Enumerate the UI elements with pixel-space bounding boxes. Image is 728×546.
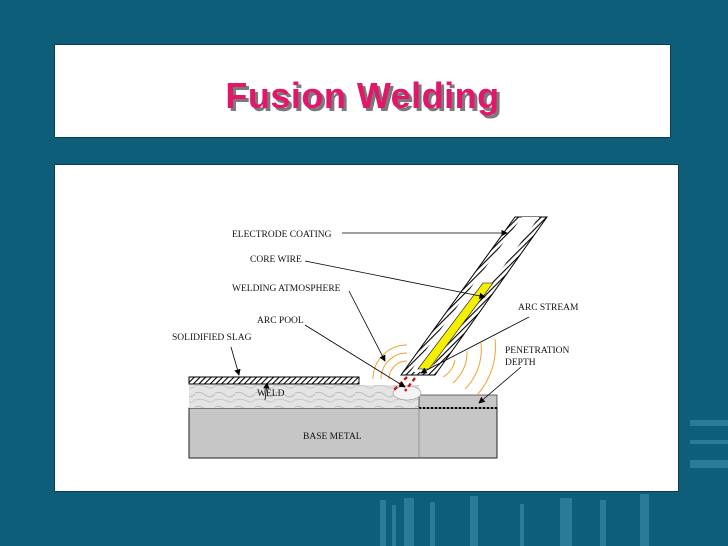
arc-stream-line-2 [404,377,416,392]
base-metal-block [188,407,498,459]
diagram-panel: ELECTRODE COATING CORE WIRE WELDING ATMO… [54,164,679,492]
leader-arc-stream [420,316,530,374]
label-penetration-depth-line1: PENETRATION [505,346,570,356]
leader-solidified-slag [230,346,241,376]
label-base-metal: BASE METAL [303,432,362,442]
leader-core-wire [304,260,486,300]
label-electrode-coating: ELECTRODE COATING [232,230,332,240]
leader-penetration-depth [478,366,522,404]
welding-diagram [188,216,548,459]
label-arc-pool: ARC POOL [257,316,304,326]
slide-title: Fusion Welding [225,75,500,116]
title-panel: Fusion Welding [54,44,671,138]
label-weld: WELD [257,389,285,399]
solidified-slag [188,376,360,385]
leader-weld [263,382,270,401]
label-arc-stream: ARC STREAM [518,303,579,313]
welding-atmosphere-arcs [372,338,496,396]
label-solidified-slag: SOLIDIFIED SLAG [172,333,252,343]
label-core-wire: CORE WIRE [250,255,302,265]
arc-pool-shape [392,385,422,401]
label-welding-atmosphere: WELDING ATMOSPHERE [232,284,341,294]
core-wire-shape [417,282,494,370]
leader-arc-pool [304,324,406,388]
leader-welding-atmosphere [348,290,386,362]
label-penetration-depth-line2: DEPTH [505,358,536,368]
weld-bead [189,385,419,408]
unwelded-plate [418,394,498,409]
